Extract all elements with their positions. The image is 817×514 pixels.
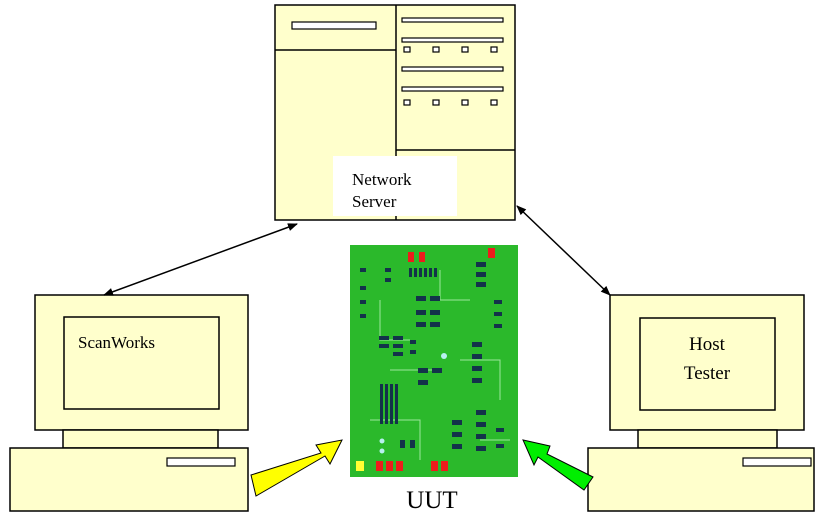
board-chips bbox=[360, 262, 504, 451]
server-drive-bar bbox=[401, 86, 504, 92]
arrow-host-tester-to-uut bbox=[522, 439, 594, 491]
server-label-line2: Server bbox=[352, 192, 397, 211]
host-tester-drive-slot bbox=[742, 457, 812, 467]
scanworks-label: ScanWorks bbox=[78, 333, 155, 352]
uut-label: UUT bbox=[406, 487, 457, 514]
arrow-scanworks-to-uut bbox=[250, 439, 343, 497]
board-yellow-connector bbox=[356, 461, 364, 471]
server-drive-bar bbox=[401, 66, 504, 72]
scanworks-computer: ScanWorks bbox=[9, 294, 249, 512]
uut-circuit-board: UUT bbox=[350, 245, 518, 514]
arrow-server-scanworks bbox=[103, 223, 298, 296]
server-label-box bbox=[333, 156, 457, 216]
server-drive-bar bbox=[401, 17, 504, 23]
scanworks-monitor-stand bbox=[62, 429, 219, 449]
scanworks-drive-slot bbox=[166, 457, 236, 467]
host-tester-computer: Host Tester bbox=[587, 294, 815, 512]
host-tester-monitor-stand bbox=[637, 429, 778, 449]
server-label-line1: Network bbox=[352, 170, 412, 189]
network-server: Network Server bbox=[274, 4, 516, 221]
scanworks-screen bbox=[63, 316, 220, 410]
board-red-components bbox=[376, 248, 495, 471]
host-tester-screen bbox=[639, 317, 776, 411]
host-tester-label-line2: Tester bbox=[684, 363, 731, 384]
host-tester-label-line1: Host bbox=[689, 334, 726, 355]
server-drive-bar bbox=[401, 37, 504, 43]
server-left-slot bbox=[291, 21, 377, 30]
board-substrate bbox=[350, 245, 518, 477]
board-highlight bbox=[350, 245, 518, 477]
board-test-points bbox=[379, 353, 447, 454]
server-indicator-lights bbox=[403, 46, 498, 106]
arrow-server-host-tester bbox=[516, 205, 611, 296]
